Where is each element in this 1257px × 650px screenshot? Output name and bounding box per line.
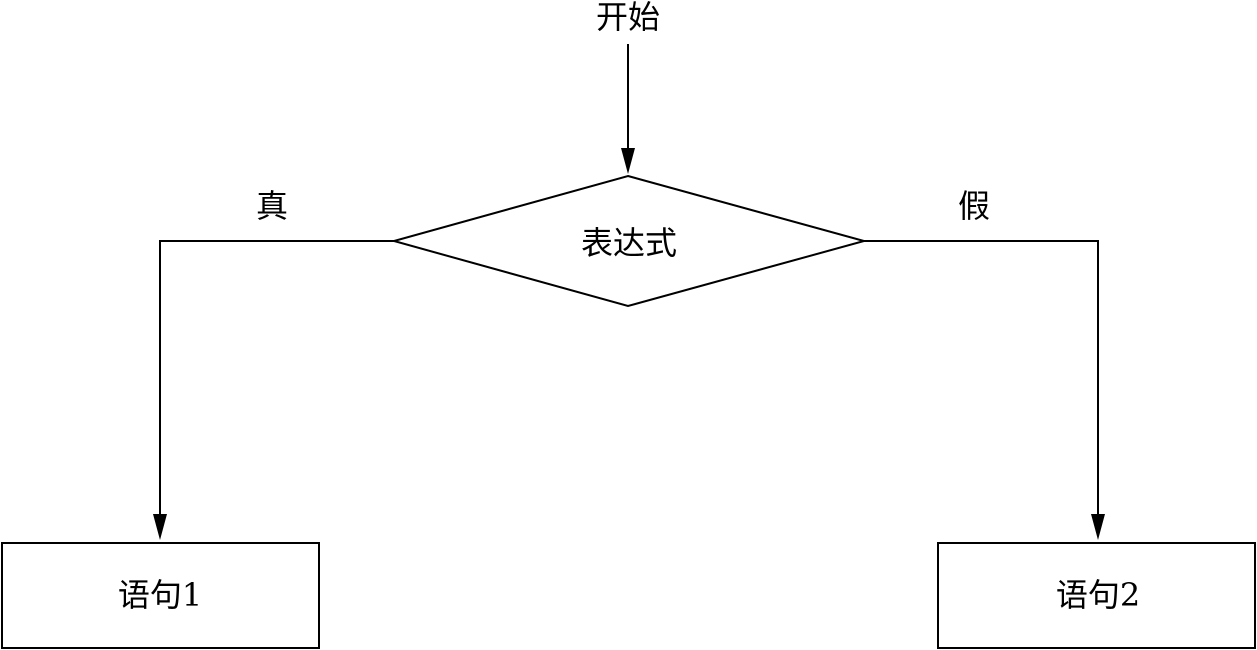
statement2-node: 语句2 <box>937 542 1256 649</box>
edge-start-to-condition <box>621 44 635 174</box>
statement2-label: 语句2 <box>1056 576 1140 614</box>
edge-condition-to-statement1-line <box>159 240 394 516</box>
statement1-label: 语句1 <box>118 576 202 614</box>
edge-condition-to-statement1: 真 <box>153 187 394 540</box>
condition-label: 表达式 <box>581 224 677 262</box>
statement1-box <box>1 542 320 649</box>
edge-condition-to-statement2-arrowhead <box>1091 514 1105 540</box>
edge-false-label: 假 <box>958 187 990 225</box>
condition-node: 表达式 <box>390 174 868 308</box>
statement1-node: 语句1 <box>1 542 320 649</box>
edge-true-label: 真 <box>256 187 288 225</box>
edge-condition-to-statement2: 假 <box>864 187 1105 540</box>
edge-condition-to-statement1-arrowhead <box>153 514 167 540</box>
condition-diamond <box>390 174 868 308</box>
statement2-box <box>937 542 1256 649</box>
edge-condition-to-statement2-line <box>864 240 1099 516</box>
start-label: 开始 <box>596 0 660 36</box>
edge-start-to-condition-arrowhead <box>621 148 635 174</box>
